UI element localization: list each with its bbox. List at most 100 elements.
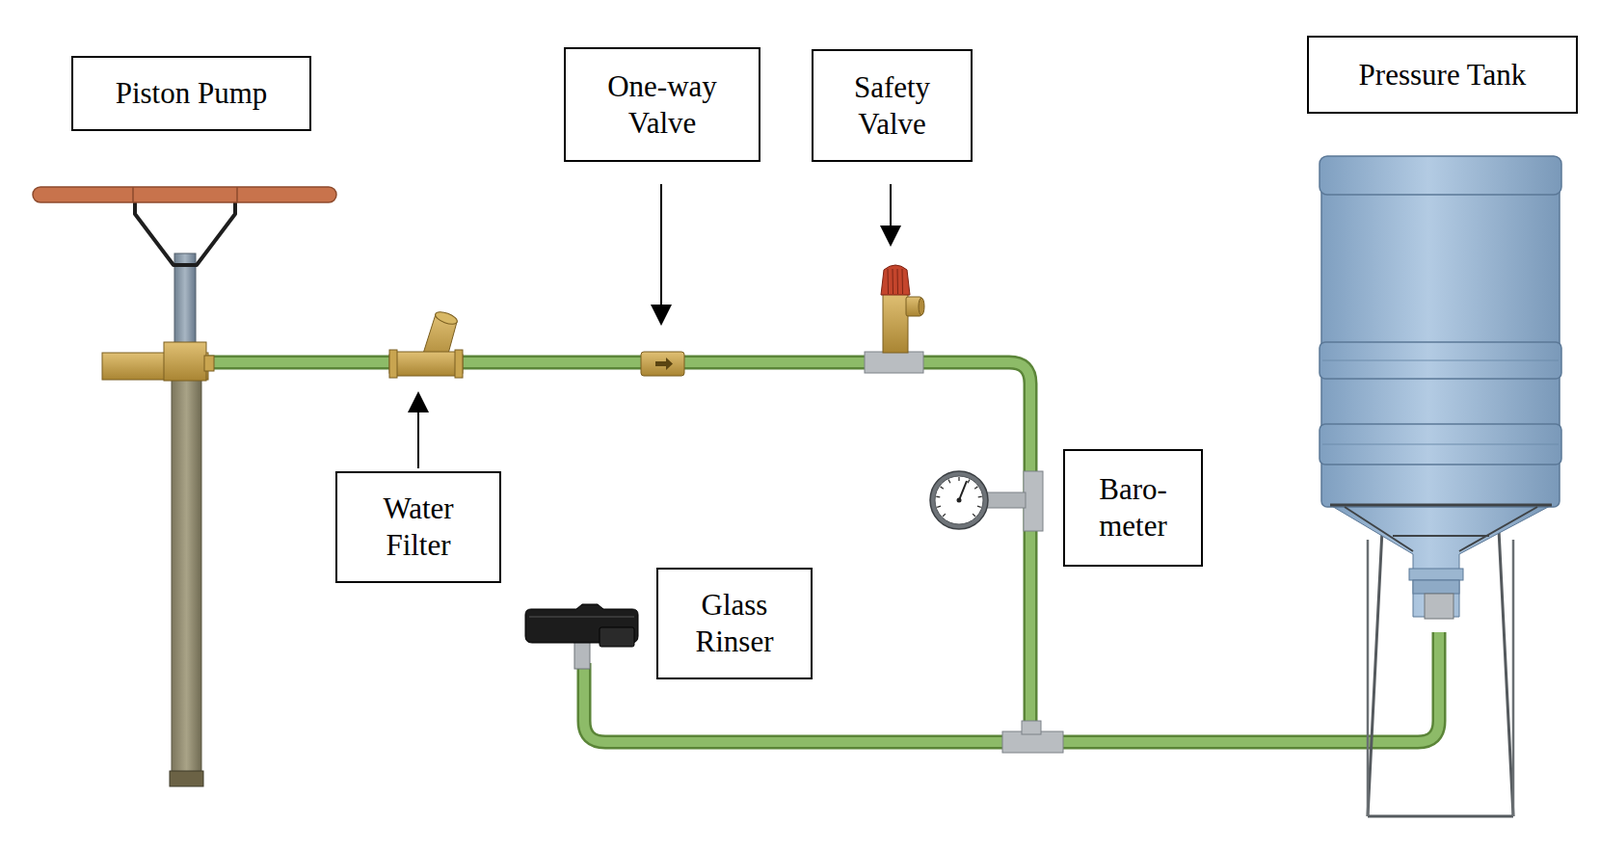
barometer-part-part xyxy=(958,477,960,481)
piston-pump xyxy=(32,186,337,787)
label-box: Baro- meter xyxy=(1063,449,1203,567)
pressure-tank-part xyxy=(1413,580,1460,594)
pressure-tank xyxy=(1319,156,1562,817)
piston-pump-part xyxy=(236,186,239,203)
label-box-content: Baro- meter xyxy=(1080,471,1187,545)
barometer xyxy=(930,471,1043,532)
pressure-tank-part xyxy=(1319,342,1562,379)
barometer-part-part xyxy=(967,480,970,484)
label-box: Glass Rinser xyxy=(656,567,813,680)
piston-pump-part xyxy=(171,377,202,775)
barometer-part-part xyxy=(936,506,941,507)
label-box-content: Pressure Tank xyxy=(1359,56,1527,94)
part-label: Safety Valve xyxy=(830,69,955,143)
barometer-part xyxy=(985,492,1026,508)
piston-pump-part xyxy=(204,355,214,372)
label-box: Safety Valve xyxy=(811,49,973,162)
pressure-tank-part xyxy=(1322,444,1559,446)
water-filter-part xyxy=(454,349,463,378)
barometer-part xyxy=(957,498,962,504)
barometer-part-part xyxy=(948,480,951,484)
label-box-content: One-way Valve xyxy=(589,68,735,142)
safety-valve-part xyxy=(918,297,925,316)
safety-valve-part xyxy=(887,268,904,294)
glass-rinser-part xyxy=(574,640,590,669)
glass-rinser-part xyxy=(599,627,635,647)
water-filter-part xyxy=(433,309,459,327)
water-filter xyxy=(389,309,463,378)
leader-arrow-part xyxy=(889,184,892,228)
piston-pump-part xyxy=(134,199,236,266)
part-label: Glass Rinser xyxy=(677,586,792,661)
label-box-content: Safety Valve xyxy=(830,69,955,143)
part-label: Water Filter xyxy=(360,490,477,564)
safety-valve-part-part xyxy=(897,268,900,294)
pressure-tank-part xyxy=(1367,539,1514,817)
glass-rinser xyxy=(525,604,639,669)
pressure-tank-part xyxy=(1330,504,1552,507)
pressure-tank-part xyxy=(1367,815,1514,819)
label-box: Water Filter xyxy=(335,471,502,584)
safety-valve-part xyxy=(864,351,924,374)
barometer-part-part xyxy=(935,496,940,499)
barometer-part-part xyxy=(978,496,983,499)
label-box: One-way Valve xyxy=(563,47,761,162)
barometer-part xyxy=(1023,471,1043,532)
label-box: Pressure Tank xyxy=(1306,35,1578,114)
part-label: Baro- meter xyxy=(1080,471,1187,545)
safety-valve-part-part xyxy=(902,268,905,294)
water-filter-part xyxy=(389,349,398,378)
barometer-part-part xyxy=(940,486,944,489)
one-way-valve-part xyxy=(655,357,673,371)
part-label: One-way Valve xyxy=(589,68,735,142)
leader-arrow xyxy=(407,184,902,469)
pressure-tank-part xyxy=(1424,593,1454,619)
safety-valve-part xyxy=(880,265,910,295)
leader-arrow-part xyxy=(880,225,902,247)
pressure-tank-part xyxy=(1344,506,1538,552)
safety-valve xyxy=(864,265,925,374)
pressure-tank-part xyxy=(1392,534,1490,537)
glass-rinser-part xyxy=(529,616,635,618)
pressure-tank-part xyxy=(1367,530,1514,817)
label-box: Piston Pump xyxy=(71,55,312,132)
piston-pump-part xyxy=(169,771,204,787)
piston-pump-part xyxy=(32,186,337,203)
leader-arrow-part xyxy=(417,410,420,469)
safety-valve-part-part xyxy=(887,268,890,294)
pressure-tank-part xyxy=(1319,156,1562,195)
pipe-part xyxy=(204,362,1031,743)
part-label: Piston Pump xyxy=(115,75,268,112)
pressure-tank-part xyxy=(1322,360,1559,362)
label-box-content: Water Filter xyxy=(360,490,477,564)
label-box-content: Glass Rinser xyxy=(677,586,792,661)
pipe-part xyxy=(204,362,1031,743)
part-label: Pressure Tank xyxy=(1359,56,1527,94)
barometer-part-part xyxy=(977,506,982,507)
barometer-part-part xyxy=(972,513,976,517)
barometer-part-part xyxy=(942,513,946,517)
water-filter-part xyxy=(389,351,463,376)
leader-arrow-part xyxy=(650,304,672,326)
leader-arrow-part xyxy=(660,184,663,307)
tee-fitting-part xyxy=(1021,720,1041,735)
label-box-content: Piston Pump xyxy=(115,75,268,112)
barometer-part xyxy=(930,471,988,530)
tee-fitting xyxy=(1002,720,1064,753)
safety-valve-part xyxy=(882,293,908,353)
one-way-valve xyxy=(640,351,685,376)
one-way-valve-part xyxy=(640,351,685,376)
pressure-tank-part xyxy=(1409,568,1464,581)
safety-valve-part-part xyxy=(892,268,895,294)
pipe xyxy=(204,362,1440,743)
pressure-tank-part xyxy=(1319,424,1562,465)
piston-pump-part xyxy=(163,342,207,381)
leader-arrow-part xyxy=(407,391,429,413)
piston-pump-part xyxy=(174,253,196,345)
piston-pump-part xyxy=(132,186,134,203)
barometer-part-part xyxy=(974,486,978,489)
barometer-part xyxy=(935,477,982,517)
barometer-part xyxy=(934,476,984,525)
barometer-part xyxy=(959,480,967,501)
